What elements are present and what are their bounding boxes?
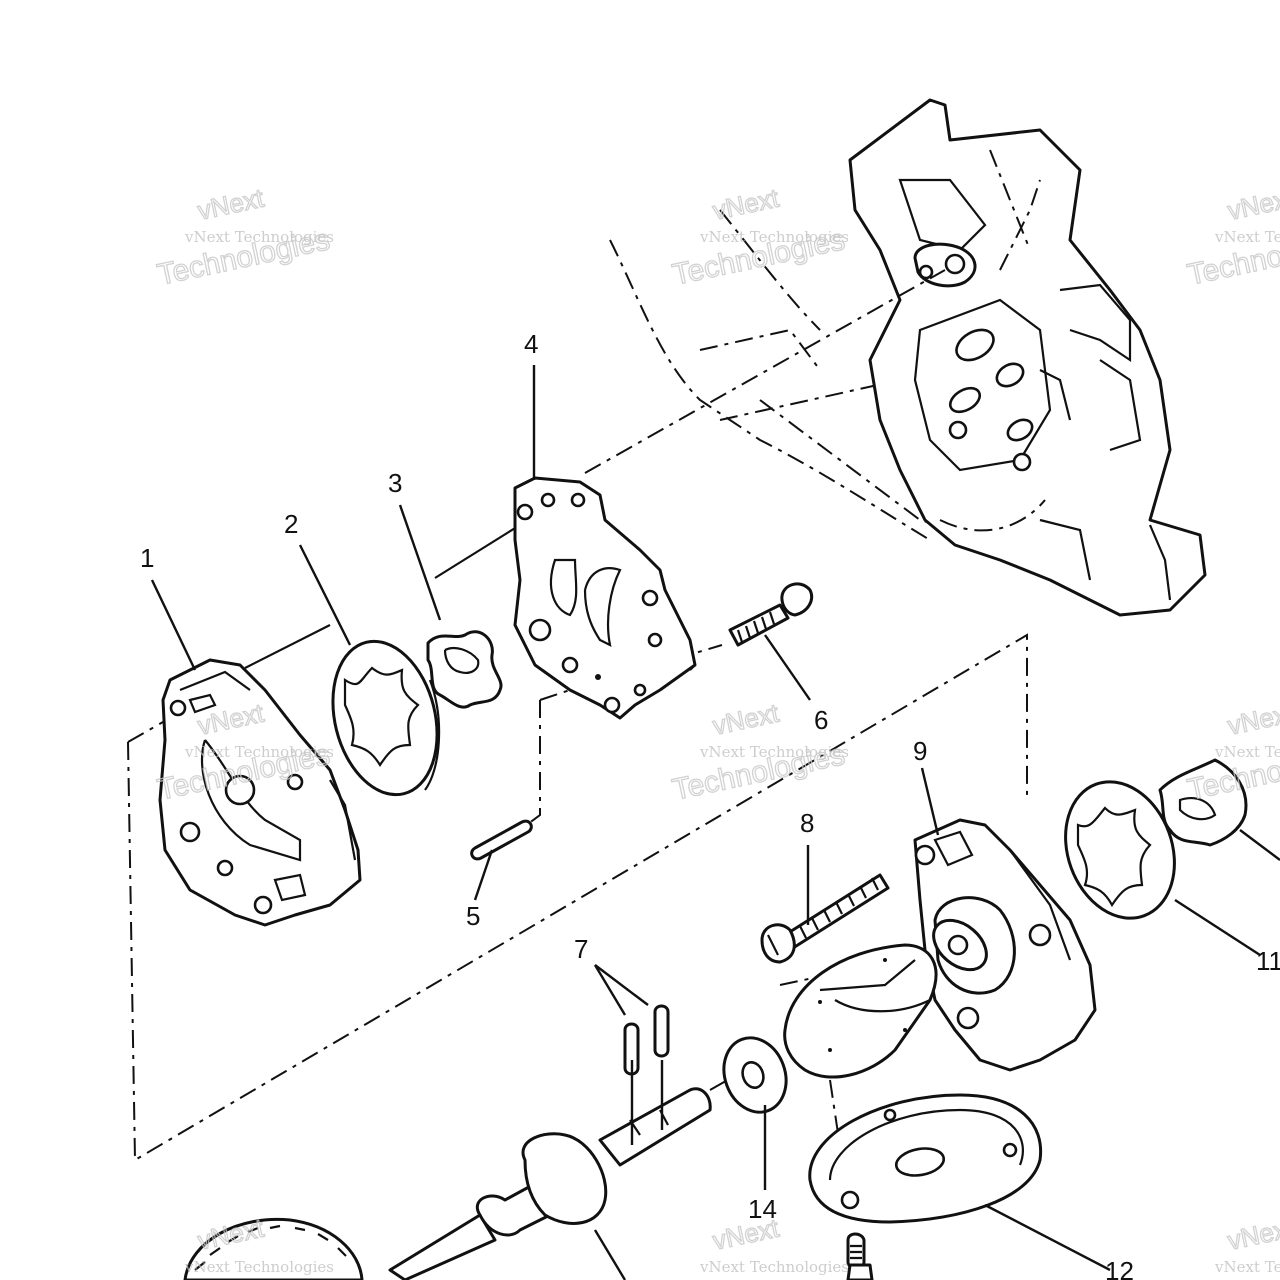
part-9-pump-housing [913,818,1097,1072]
leader-lines [150,365,1280,1280]
svg-text:vNext Technologies: vNext Technologies [184,228,334,246]
part-5-dowel-pin [470,819,533,861]
part-7-pins [623,1004,670,1076]
svg-text:vNext: vNext [710,183,782,226]
watermark-1: vNext vNext Technologies Technologies [154,182,334,293]
watermark-8: vNext vNext Technologies [699,1212,849,1276]
crankcase-housing [609,98,1207,617]
part-6-bolt [728,582,814,647]
part-4-pump-body [513,476,697,720]
callout-3: 3 [388,468,402,498]
svg-text:vNext: vNext [195,183,267,226]
svg-text:vNext Technologies: vNext Technologies [1214,1258,1280,1276]
svg-text:vNext Technologies: vNext Technologies [699,743,849,761]
callout-1: 1 [140,543,154,573]
callout-11: 11 [1256,946,1280,976]
svg-text:vNext: vNext [710,1213,782,1256]
callout-4: 4 [524,329,538,359]
callout-numbers: 1 2 3 4 5 6 7 8 9 11 12 14 [140,329,1280,1280]
callout-12: 12 [1105,1256,1134,1280]
part-3-inner-rotor [426,630,503,709]
watermark-2: vNext vNext Technologies Technologies [669,182,849,293]
svg-text:vNext Technologies: vNext Technologies [1214,743,1280,761]
part-2-outer-rotor [331,639,441,797]
callout-14: 14 [748,1194,777,1224]
watermark-9: vNext vNext Technologies [1214,1212,1280,1276]
svg-text:vNext: vNext [710,698,782,741]
part-1-pump-cover-plate [158,658,362,927]
callout-2: 2 [284,509,298,539]
callout-9: 9 [913,736,927,766]
svg-text:vNext Technologies: vNext Technologies [699,228,849,246]
svg-text:vNext: vNext [1225,1213,1280,1256]
part-12-cover-plate [808,1093,1043,1280]
callout-5: 5 [466,901,480,931]
svg-text:vNext Technologies: vNext Technologies [1214,228,1280,246]
part-11-rotor-ring [1064,758,1248,920]
oil-strainer-plate [783,943,938,1079]
drive-shaft-assembly [183,1087,712,1280]
svg-text:vNext: vNext [1225,698,1280,741]
callout-6: 6 [814,705,828,735]
svg-text:vNext Technologies: vNext Technologies [699,1258,849,1276]
watermark-3: vNext vNext Technologies Technologies [1184,182,1280,293]
part-8-long-bolt [760,873,890,964]
svg-text:vNext: vNext [1225,183,1280,226]
watermark-6: vNext vNext Technologies Technologies [1184,697,1280,808]
part-14-washer [722,1036,788,1114]
svg-text:vNext Technologies: vNext Technologies [184,743,334,761]
callout-8: 8 [800,808,814,838]
callout-7: 7 [574,934,588,964]
svg-text:vNext Technologies: vNext Technologies [184,1258,334,1276]
